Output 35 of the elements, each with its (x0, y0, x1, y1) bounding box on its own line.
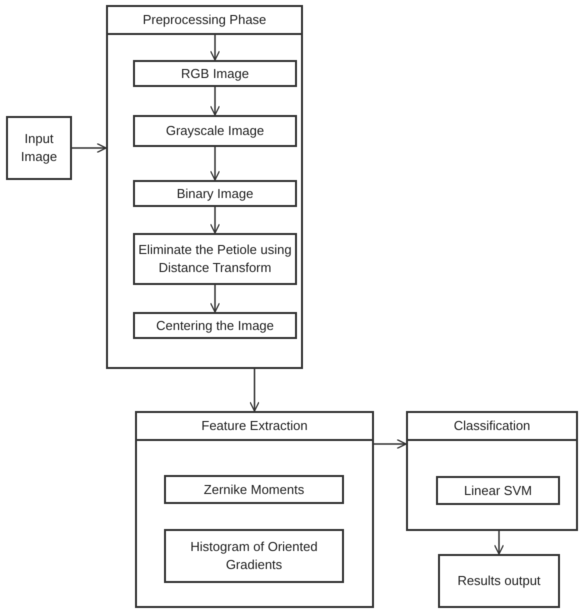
arrow (72, 142, 107, 154)
group-panel (106, 5, 303, 369)
process-box (133, 60, 297, 87)
box-label: Centering the Image (155, 316, 275, 334)
arrow (249, 369, 260, 412)
box-label: Eliminate the Petiole using Distance Transform (137, 241, 293, 277)
process-box (6, 116, 72, 180)
section-header: Classification (408, 413, 576, 441)
arrow (494, 531, 504, 555)
process-box (133, 312, 297, 339)
arrow (210, 33, 220, 61)
box-label: Zernike Moments (202, 480, 306, 498)
process-box (438, 554, 560, 608)
box-label: Histogram of Oriented Gradients (189, 538, 319, 574)
section-header: Feature Extraction (137, 413, 372, 441)
section-header: Preprocessing Phase (108, 7, 301, 35)
process-box (436, 476, 560, 505)
box-label: Binary Image (176, 184, 254, 202)
arrow (210, 285, 220, 313)
process-box (164, 475, 344, 504)
process-box (133, 233, 297, 285)
process-box (164, 529, 344, 583)
arrow (374, 438, 407, 450)
box-label: RGB Image (180, 64, 250, 82)
group-panel (406, 411, 578, 531)
group-panel (135, 411, 374, 608)
box-label: Grayscale Image (164, 122, 266, 140)
process-box (133, 180, 297, 207)
box-label: Input Image (20, 130, 58, 166)
arrow (210, 207, 220, 234)
process-box (133, 115, 297, 147)
box-label: Results output (456, 572, 542, 590)
box-label: Linear SVM (463, 482, 533, 500)
arrow (210, 87, 220, 116)
arrow (210, 147, 220, 181)
